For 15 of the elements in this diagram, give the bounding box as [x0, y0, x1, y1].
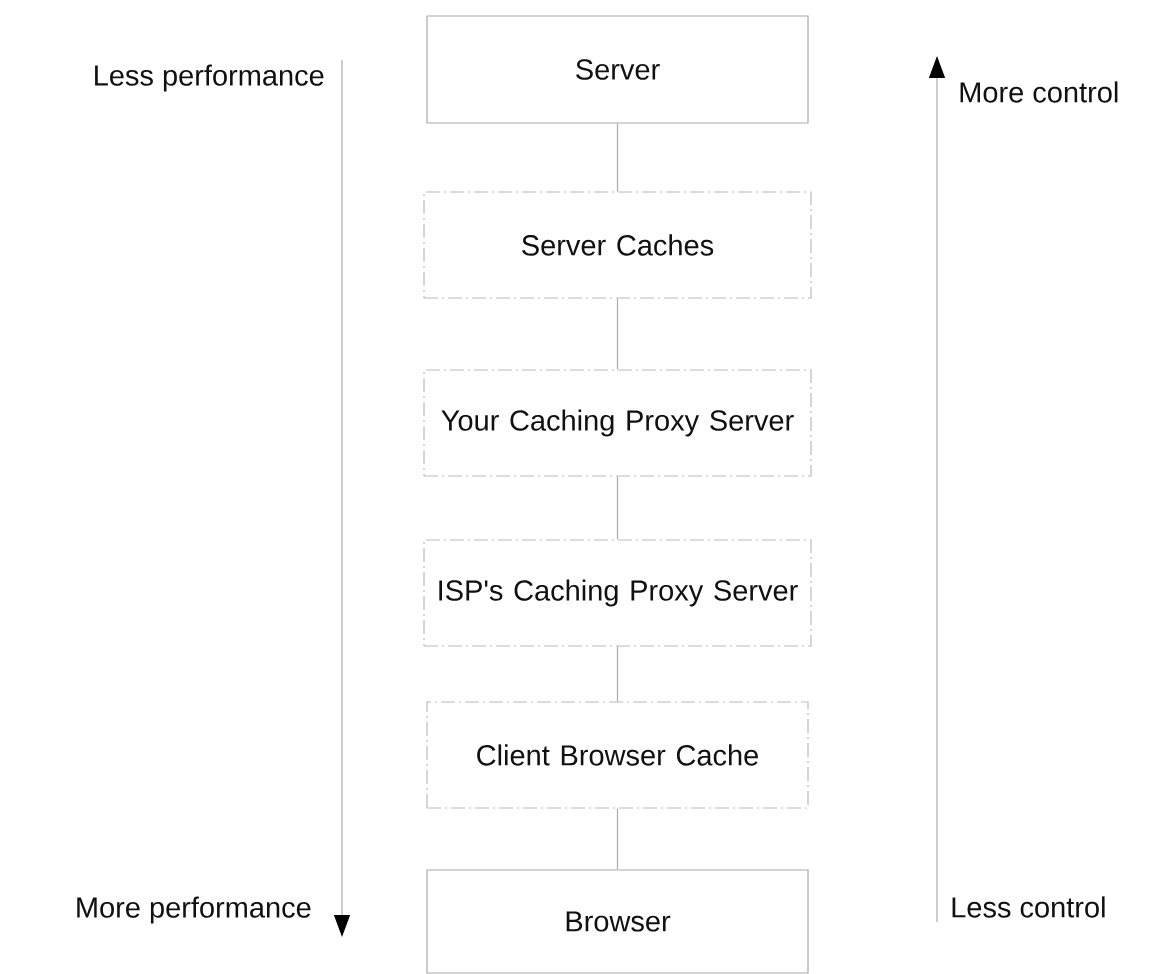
connector-line: [616, 646, 619, 702]
axis-label: More control: [960, 81, 1118, 103]
process-box: Client Browser Cache: [426, 701, 809, 809]
connector-line: [616, 123, 619, 192]
process-box: Browser: [426, 869, 809, 974]
connector-line: [616, 476, 619, 540]
axis-label: Less performance: [95, 64, 324, 92]
process-box: Server Caches: [423, 191, 812, 299]
axis-label: More performance: [77, 896, 311, 924]
process-box: Server: [426, 15, 809, 124]
process-box: ISP's Caching Proxy Server: [423, 539, 812, 647]
connector-line: [616, 808, 619, 870]
connector-line: [616, 298, 619, 370]
axis-label: Less control: [952, 896, 1105, 918]
process-box: Your Caching Proxy Server: [423, 369, 812, 477]
